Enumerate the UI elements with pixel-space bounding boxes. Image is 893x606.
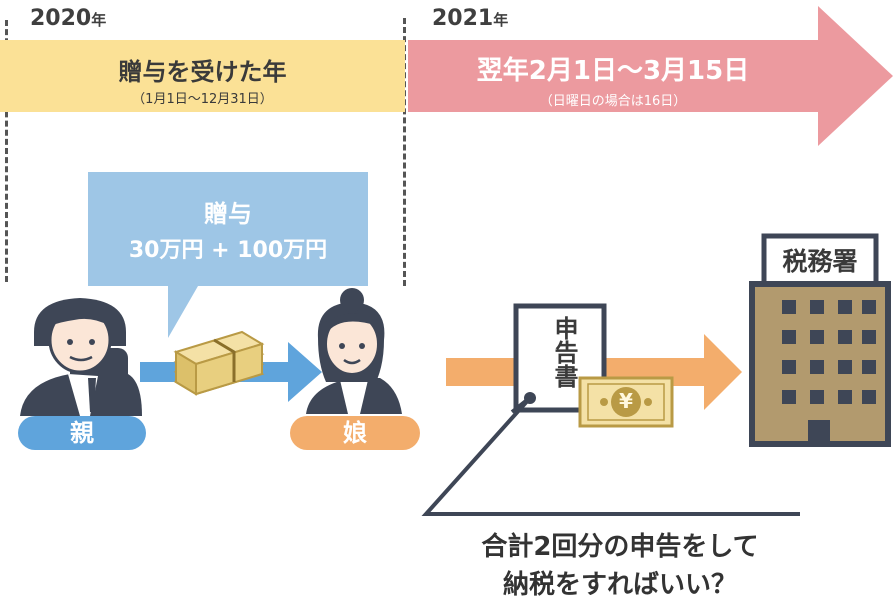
- gift-year-subtitle: （1月1日〜12月31日）: [132, 92, 273, 107]
- building-door: [808, 420, 830, 444]
- gift-bubble-amount: 30万円 + 100万円: [128, 238, 328, 263]
- building-window: [838, 300, 852, 314]
- money-stack-icon: [173, 330, 265, 396]
- daughter-avatar: [306, 288, 402, 414]
- question-line-1: 合計2回分の申告をして: [481, 532, 759, 562]
- building-window: [862, 300, 876, 314]
- gift-speech-bubble: [88, 172, 368, 338]
- building-window: [782, 360, 796, 374]
- year-2020-label: 2020年: [30, 6, 107, 31]
- building-window: [782, 300, 796, 314]
- building-window: [862, 360, 876, 374]
- building-window: [838, 390, 852, 404]
- question-line-2: 納税をすればいい？: [502, 570, 737, 600]
- document-label: 申告書: [550, 316, 578, 388]
- parent-label: 親: [18, 416, 146, 450]
- daughter-label: 娘: [290, 416, 420, 450]
- year-divider-left: [5, 20, 8, 282]
- building-window: [862, 390, 876, 404]
- year-2021-label: 2021年: [432, 6, 509, 31]
- parent-avatar: [20, 298, 142, 416]
- year-divider-middle: [403, 18, 406, 286]
- gift-year-title: 贈与を受けた年: [118, 58, 287, 86]
- question-callout-line: [421, 392, 800, 516]
- filing-period-title: 翌年2月1日〜3月15日: [476, 56, 750, 86]
- building-window: [810, 390, 824, 404]
- building-window: [810, 360, 824, 374]
- building-window: [838, 330, 852, 344]
- filing-period-arrow: [408, 6, 893, 146]
- building-window: [810, 300, 824, 314]
- filing-period-subtitle: （日曜日の場合は16日）: [539, 94, 687, 109]
- tax-office-label: 税務署: [782, 247, 858, 276]
- building-window: [862, 330, 876, 344]
- building-window: [782, 330, 796, 344]
- yen-symbol: ¥: [619, 389, 633, 413]
- building-window: [810, 330, 824, 344]
- building-window: [838, 360, 852, 374]
- gift-year-band: [0, 40, 405, 112]
- banknote-icon: [578, 376, 674, 428]
- building-window: [782, 390, 796, 404]
- gift-bubble-title: 贈与: [204, 200, 252, 228]
